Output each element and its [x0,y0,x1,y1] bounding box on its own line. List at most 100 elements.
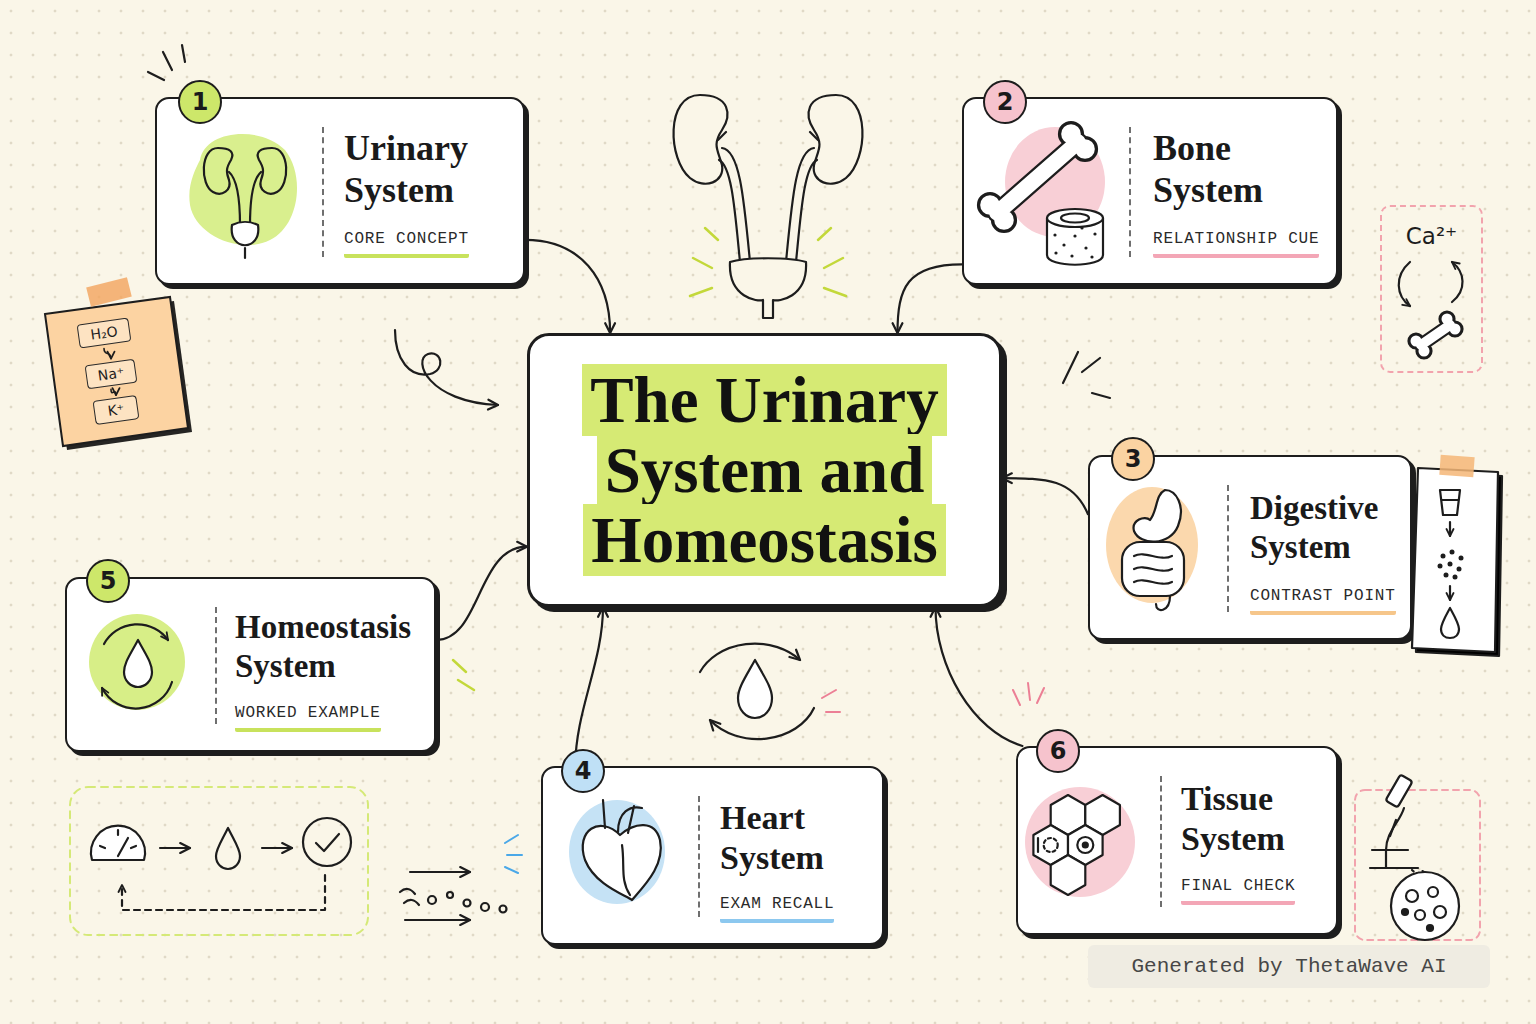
card-tag: EXAM RECALL [720,894,834,923]
loop-arrow [395,330,498,405]
connector-arrow [898,264,963,333]
card-tag: CONTRAST POINT [1250,586,1396,615]
card-tag: FINAL CHECK [1181,876,1295,905]
step-label: H₂O [89,323,118,343]
card-title: Heart System [720,798,870,878]
spark-lines-part [148,72,164,80]
accent-ticks-part [507,854,522,856]
connector-arrow [575,607,603,766]
accent-ticks [822,690,840,712]
kidney-illustration-part [718,132,818,140]
kidney-illustration-part [796,160,817,262]
card-title: Bone System [1153,127,1328,211]
burst-marks [1063,352,1110,398]
accent-ticks-part [826,711,840,713]
step-label: K⁺ [107,401,126,419]
dashed-divider [322,127,324,257]
microscope-icon-part [1406,890,1418,902]
accent-ticks-part [505,867,518,873]
connector-arrow [525,240,610,333]
feedback-loop [70,787,368,935]
topic-card: Homeostasis SystemWORKED EXAMPLE5 [65,577,436,752]
central-topic: The Urinary System and Homeostasis [527,333,1002,607]
calcium-cycle-part [1450,324,1461,335]
microscope-icon-part [1415,910,1425,920]
water-cycle-part [710,708,814,739]
kidney-illustration-part [719,160,740,262]
water-cycle-part [738,660,772,718]
connector-arrow [936,607,1023,746]
spark-lines-part [163,52,172,70]
connector-arrow [111,389,116,395]
accent-ticks [1013,683,1044,705]
flow-arrows-part [428,896,436,904]
flow-arrows-part [447,892,453,898]
flow-arrows-part [500,906,507,913]
connector-arrow [1002,478,1088,514]
accent-ticks [505,835,522,873]
connector-arrow [104,349,111,359]
dashed-divider [215,607,217,724]
sticky-note [45,277,192,450]
calcium-cycle-part [1421,325,1450,345]
kidney-illustration-part [730,258,806,318]
process-note-part [1439,455,1474,477]
kidney-illustration-part [722,148,750,262]
spark-lines-part [182,45,185,62]
card-title: Urinary System [344,127,519,211]
process-note-part [1441,608,1459,638]
accent-ticks [453,660,474,690]
card-tag: CORE CONCEPT [344,229,469,258]
number-badge: 3 [1111,437,1155,481]
ion-label: Ca²⁺ [1382,223,1481,249]
card-title: Tissue System [1181,779,1331,859]
feedback-loop-part [100,830,136,848]
flow-arrows-part [481,903,489,911]
accent-ticks-part [1037,688,1044,703]
dashed-divider [1129,127,1131,257]
accent-ticks-part [453,660,466,672]
process-note-part [1438,564,1443,569]
accent-ticks-part [1013,690,1020,705]
microscope-icon-part [1428,887,1438,897]
microscope-icon [1355,775,1480,940]
dashed-divider [1160,776,1162,907]
process-note-part [1450,550,1455,555]
water-cycle-part [700,644,800,672]
feedback-loop-part [262,847,292,849]
process-note-part [1448,562,1453,567]
accent-ticks-part [505,835,518,843]
microscope-icon-part [1372,849,1408,851]
callout-number: 4 [575,759,592,783]
feedback-loop-part [216,828,240,869]
kidney-illustration-part [809,95,863,184]
highlight-rays-part [705,228,718,240]
process-note-part [1449,522,1451,536]
dashed-divider [1227,485,1229,612]
process-note-part [1444,573,1449,578]
burst-marks-part [1063,352,1078,383]
feedback-loop-part [70,787,368,935]
flow-arrows-part [464,900,471,907]
water-cycle [700,644,814,739]
step-box: K⁺ [93,395,140,425]
sticky-note-part [45,297,188,446]
step-box: H₂O [77,317,132,348]
burst-marks-part [1082,358,1100,372]
topic-card: Bone SystemRELATIONSHIP CUE2 [962,97,1338,285]
step-label: Na⁺ [97,364,125,384]
highlight-rays-part [824,288,846,296]
calcium-cycle-part [1452,262,1463,302]
highlight-rays-part [690,288,712,296]
flow-arrows-part [410,871,470,873]
microscope-icon-part [1355,790,1480,940]
highlight-rays-part [693,258,712,268]
number-badge: 1 [178,80,222,124]
kidney-illustration-part [674,95,728,184]
callout-number: 5 [100,569,117,593]
step-box: Na⁺ [85,359,138,390]
process-note-part [1449,586,1451,600]
microscope-icon-part [1386,808,1404,868]
microscope-icon-part [1370,867,1418,869]
number-badge: 2 [983,80,1027,124]
